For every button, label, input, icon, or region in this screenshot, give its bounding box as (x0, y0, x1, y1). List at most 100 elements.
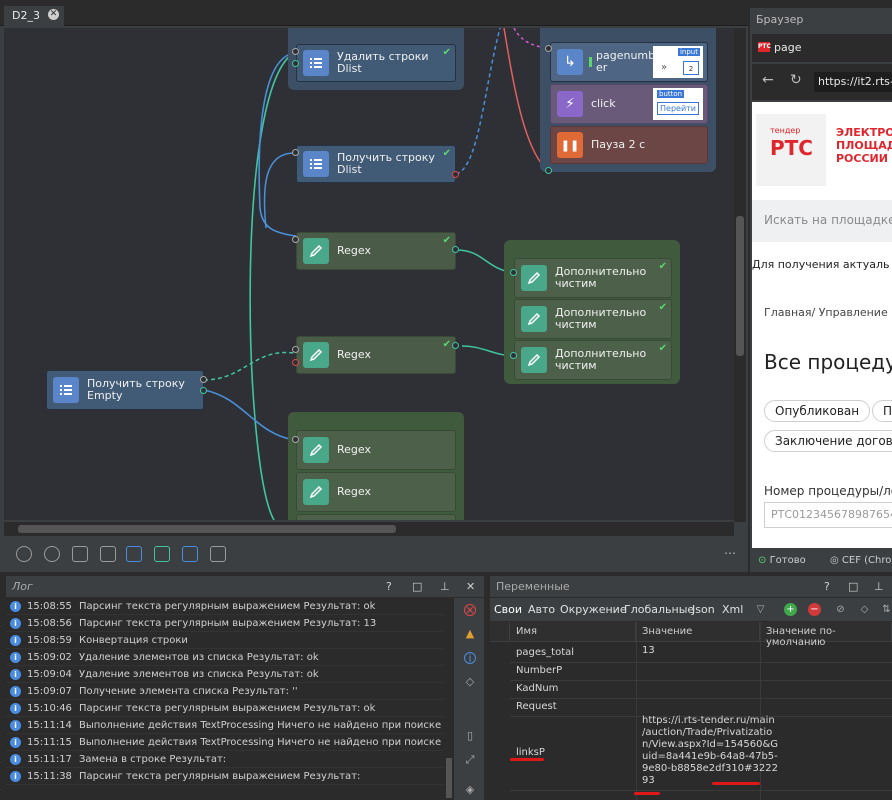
scroll-thumb[interactable] (446, 758, 452, 798)
sort-icon[interactable]: ⇅ (882, 604, 891, 615)
more-icon[interactable]: ⋯ (724, 546, 736, 560)
procedure-number-input[interactable]: РТС012345678987654 (764, 502, 892, 528)
tab-auto[interactable]: Авто (528, 603, 556, 616)
node-clean-2[interactable]: Дополнительно чистим ✔ (514, 299, 672, 339)
node-partial[interactable] (296, 514, 456, 520)
input-port[interactable] (292, 436, 299, 443)
tab-d2-3[interactable]: D2_3 ✕ (4, 6, 64, 26)
tab-json[interactable]: Json (692, 603, 715, 616)
node-canvas[interactable]: Удалить строки Dlist ✔ Получить строку D… (4, 28, 734, 520)
input-port[interactable] (510, 269, 517, 276)
browser-tab[interactable]: РТС page (752, 34, 892, 62)
scroll-thumb[interactable] (736, 216, 744, 356)
back-icon[interactable]: ← (762, 72, 774, 88)
pin-icon[interactable]: ⊥ (440, 580, 450, 593)
variable-value[interactable] (636, 696, 648, 702)
output-port[interactable] (452, 246, 459, 253)
rts-logo[interactable]: тендер РТС (756, 114, 826, 186)
list-view-icon[interactable] (126, 546, 142, 562)
output-port[interactable] (545, 167, 552, 174)
address-bar[interactable]: https://it2.rts-t (814, 72, 892, 92)
tab-global[interactable]: Глобальные (624, 603, 695, 616)
reload-icon[interactable]: ↻ (790, 72, 802, 88)
info-filter-icon[interactable]: i (464, 652, 476, 665)
close-icon[interactable]: ✕ (48, 9, 59, 20)
horizontal-scrollbar[interactable] (4, 522, 734, 536)
input-port[interactable] (292, 346, 299, 353)
variable-name[interactable]: KadNum (516, 683, 559, 694)
table-icon[interactable] (154, 546, 170, 562)
error-port[interactable] (292, 359, 299, 366)
erase-icon[interactable]: ◇ (860, 604, 869, 615)
list-icon[interactable] (182, 546, 198, 562)
filter-icon[interactable]: ▽ (756, 604, 765, 615)
user-icon[interactable] (44, 546, 60, 562)
node-clean-1[interactable]: Дополнительно чистим ✔ (514, 258, 672, 298)
output-port[interactable] (292, 60, 299, 67)
input-port[interactable] (292, 48, 299, 55)
remove-icon[interactable]: − (808, 603, 821, 616)
filter-chip-contract[interactable]: Заключение догово (764, 430, 892, 452)
input-port[interactable] (292, 149, 299, 156)
add-block-icon[interactable] (210, 546, 226, 562)
erase-icon[interactable]: ◈ (465, 783, 475, 796)
site-search-input[interactable]: Искать на площадке (752, 200, 892, 242)
header-default[interactable]: Значение по-умолчанию (760, 622, 892, 648)
filter-chip-2[interactable]: П (872, 400, 892, 422)
node-delete-rows-dlist[interactable]: Удалить строки Dlist ✔ (296, 44, 456, 82)
node-clean-3[interactable]: Дополнительно чистим ✔ (514, 340, 672, 380)
close-icon[interactable]: ✕ (466, 580, 476, 593)
variable-name[interactable]: Request (516, 701, 557, 712)
log-scrollbar[interactable] (444, 598, 454, 800)
breadcrumb[interactable]: Главная/ Управление (764, 306, 888, 319)
tab-environment[interactable]: Окружение (560, 603, 627, 616)
node-regex-1[interactable]: Regex ✔ (296, 232, 456, 270)
variable-name[interactable]: NumberP (516, 665, 563, 676)
variable-name[interactable]: linksP (516, 747, 545, 758)
node-get-row-empty[interactable]: Получить строку Empty (46, 370, 204, 410)
pin-icon[interactable]: ⊥ (874, 580, 884, 593)
error-filter-icon[interactable]: ✕ (464, 604, 476, 617)
vertical-scrollbar[interactable] (734, 28, 746, 522)
node-regex-3[interactable]: Regex (296, 430, 456, 470)
input-port[interactable] (292, 236, 299, 243)
node-get-row-dlist[interactable]: Получить строку Dlist ✔ (296, 145, 456, 183)
tab-xml[interactable]: Xml (722, 603, 744, 616)
header-value[interactable]: Значение (636, 622, 760, 642)
variable-name[interactable]: pages_total (516, 647, 575, 658)
variable-value[interactable] (636, 678, 648, 684)
expand-icon[interactable]: ⤢ (465, 753, 475, 766)
help-icon[interactable]: ? (824, 580, 830, 593)
tab-own[interactable]: Свои (494, 603, 523, 616)
clear-icon[interactable]: ⊘ (836, 604, 845, 615)
input-port[interactable] (545, 45, 552, 52)
header-name[interactable]: Имя (510, 622, 636, 642)
clear-icon[interactable]: ◇ (465, 675, 475, 688)
variable-value[interactable] (636, 660, 648, 666)
copy-icon[interactable]: ▯ (466, 729, 474, 742)
node-regex-4[interactable]: Regex (296, 472, 456, 512)
output-port[interactable] (510, 352, 517, 359)
variable-value[interactable]: 13 (642, 645, 655, 656)
output-port[interactable] (452, 342, 459, 349)
scroll-thumb[interactable] (18, 525, 396, 533)
lock-icon[interactable] (100, 546, 116, 562)
warning-filter-icon[interactable]: ▲ (465, 627, 475, 640)
variable-value[interactable]: https://i.rts-tender.ru/main /auction/Tr… (642, 715, 779, 786)
node-click[interactable]: ⚡ click button Перейти (550, 84, 708, 124)
add-icon[interactable]: + (784, 603, 797, 616)
error-port[interactable] (452, 171, 459, 178)
help-icon[interactable]: ? (386, 580, 392, 593)
output-port[interactable] (200, 387, 207, 394)
filter-chip-published[interactable]: Опубликован (764, 400, 871, 422)
